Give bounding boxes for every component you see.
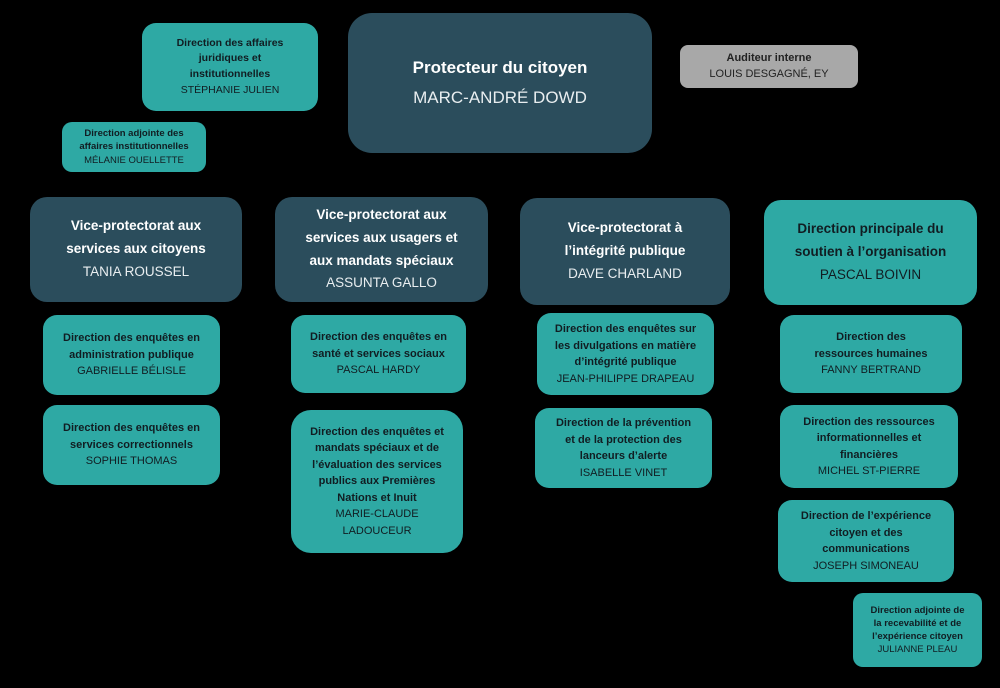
box-name: FANNY BERTRAND [821,364,921,377]
org-box-prevention-lanceurs-alerte: Direction de la prévention et de la prot… [535,408,712,488]
box-title: Direction de l’expérience citoyen et des… [800,510,932,555]
org-box-vp-services-citoyens: Vice-protectorat aux services aux citoye… [30,197,242,302]
org-box-protecteur-du-citoyen: Protecteur du citoyen MARC-ANDRÉ DOWD [348,13,652,153]
box-title: Direction des enquêtes en administration… [63,332,200,361]
org-box-adjointe-recevabilite: Direction adjointe de la recevabilité et… [853,593,982,667]
box-title: Direction des enquêtes et mandats spécia… [310,425,444,504]
box-name: PASCAL HARDY [336,364,421,377]
box-name: MARIE-CLAUDE LADOUCEUR [335,508,419,537]
box-name: MICHEL ST-PIERRE [817,465,921,477]
box-name: ASSUNTA GALLO [326,275,437,291]
box-name: GABRIELLE BÉLISLE [77,365,186,378]
org-box-vp-integrite-publique: Vice-protectorat à l’intégrité publique … [520,198,730,305]
box-name: MÉLANIE OUELLETTE [84,154,184,166]
org-box-enquetes-sante-services-sociaux: Direction des enquêtes en santé et servi… [291,315,466,393]
box-title: Direction des affaires juridiques et ins… [176,36,284,81]
org-box-soutien-organisation: Direction principale du soutien à l’orga… [764,200,977,305]
org-box-enquetes-mandats-speciaux: Direction des enquêtes et mandats spécia… [291,410,463,553]
box-name: LOUIS DESGAGNÉ, EY [709,67,829,80]
box-title: Direction des enquêtes en santé et servi… [310,331,447,360]
box-title: Direction adjointe des affaires institut… [79,128,189,153]
org-box-enquetes-administration-publique: Direction des enquêtes en administration… [43,315,220,395]
box-name: DAVE CHARLAND [568,265,682,281]
box-title: Direction principale du soutien à l’orga… [794,221,947,260]
box-title: Direction adjointe de la recevabilité et… [870,604,965,642]
box-title: Direction des ressources informationnell… [803,415,935,461]
box-title: Protecteur du citoyen [412,58,588,78]
box-title: Auditeur interne [726,51,812,64]
box-title: Direction des enquêtes sur les divulgati… [554,323,697,368]
org-box-affaires-juridiques: Direction des affaires juridiques et ins… [142,23,318,111]
org-box-adjointe-institutionnelles: Direction adjointe des affaires institut… [62,122,206,172]
box-name: PASCAL BOIVIN [819,266,922,282]
box-title: Vice-protectorat aux services aux citoye… [66,218,206,257]
box-name: MARC-ANDRÉ DOWD [413,88,587,107]
box-title: Vice-protectorat à l’intégrité publique [564,220,686,259]
box-name: TANIA ROUSSEL [82,263,190,279]
box-name: JULIANNE PLEAU [877,644,958,656]
org-box-enquetes-services-correctionnels: Direction des enquêtes en services corre… [43,405,220,485]
org-box-enquetes-divulgations: Direction des enquêtes sur les divulgati… [537,313,714,395]
box-name: JOSEPH SIMONEAU [813,559,919,572]
box-name: SOPHIE THOMAS [85,455,178,468]
org-box-auditeur-interne: Auditeur interne LOUIS DESGAGNÉ, EY [680,45,858,88]
box-name: STÉPHANIE JULIEN [180,83,280,96]
org-box-vp-services-usagers: Vice-protectorat aux services aux usager… [275,197,488,302]
org-box-ressources-informationnelles-financieres: Direction des ressources informationnell… [780,405,958,488]
box-title: Direction des ressources humaines [814,331,928,360]
box-title: Vice-protectorat aux services aux usager… [305,206,458,268]
box-name: ISABELLE VINET [579,466,668,479]
box-title: Direction des enquêtes en services corre… [63,422,200,451]
org-box-ressources-humaines: Direction des ressources humaines FANNY … [780,315,962,393]
box-title: Direction de la prévention et de la prot… [555,417,692,462]
box-name: JEAN-PHILIPPE DRAPEAU [556,372,695,385]
org-box-experience-citoyen-communications: Direction de l’expérience citoyen et des… [778,500,954,582]
